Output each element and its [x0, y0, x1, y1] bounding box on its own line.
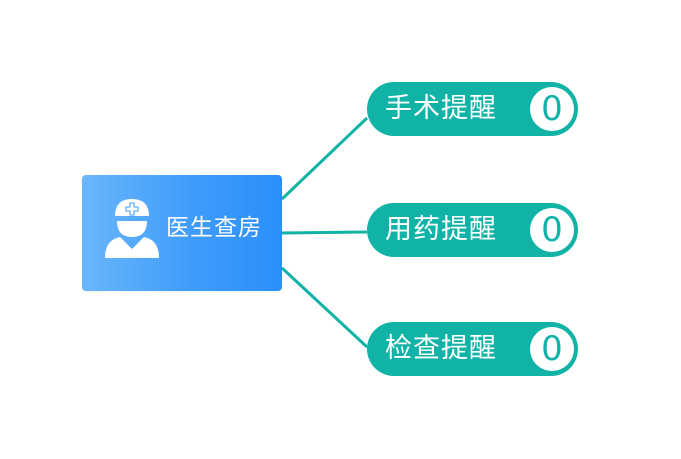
surgery-reminder-count: 0 [530, 87, 574, 131]
connector-line-surgery [280, 116, 369, 201]
medication-reminder-label: 用药提醒 [385, 214, 497, 245]
surgery-reminder-label: 手术提醒 [385, 93, 497, 124]
medication-reminder-count: 0 [530, 208, 574, 252]
examination-reminder-label: 检查提醒 [385, 333, 497, 364]
doctor-rounds-label: 医生查房 [166, 215, 262, 241]
examination-reminder-count: 0 [530, 327, 574, 371]
connector-line-examination [280, 266, 369, 349]
doctor-rounds-card[interactable] [82, 175, 282, 291]
doctor-icon [105, 199, 159, 258]
connector-line-medication [281, 230, 368, 235]
